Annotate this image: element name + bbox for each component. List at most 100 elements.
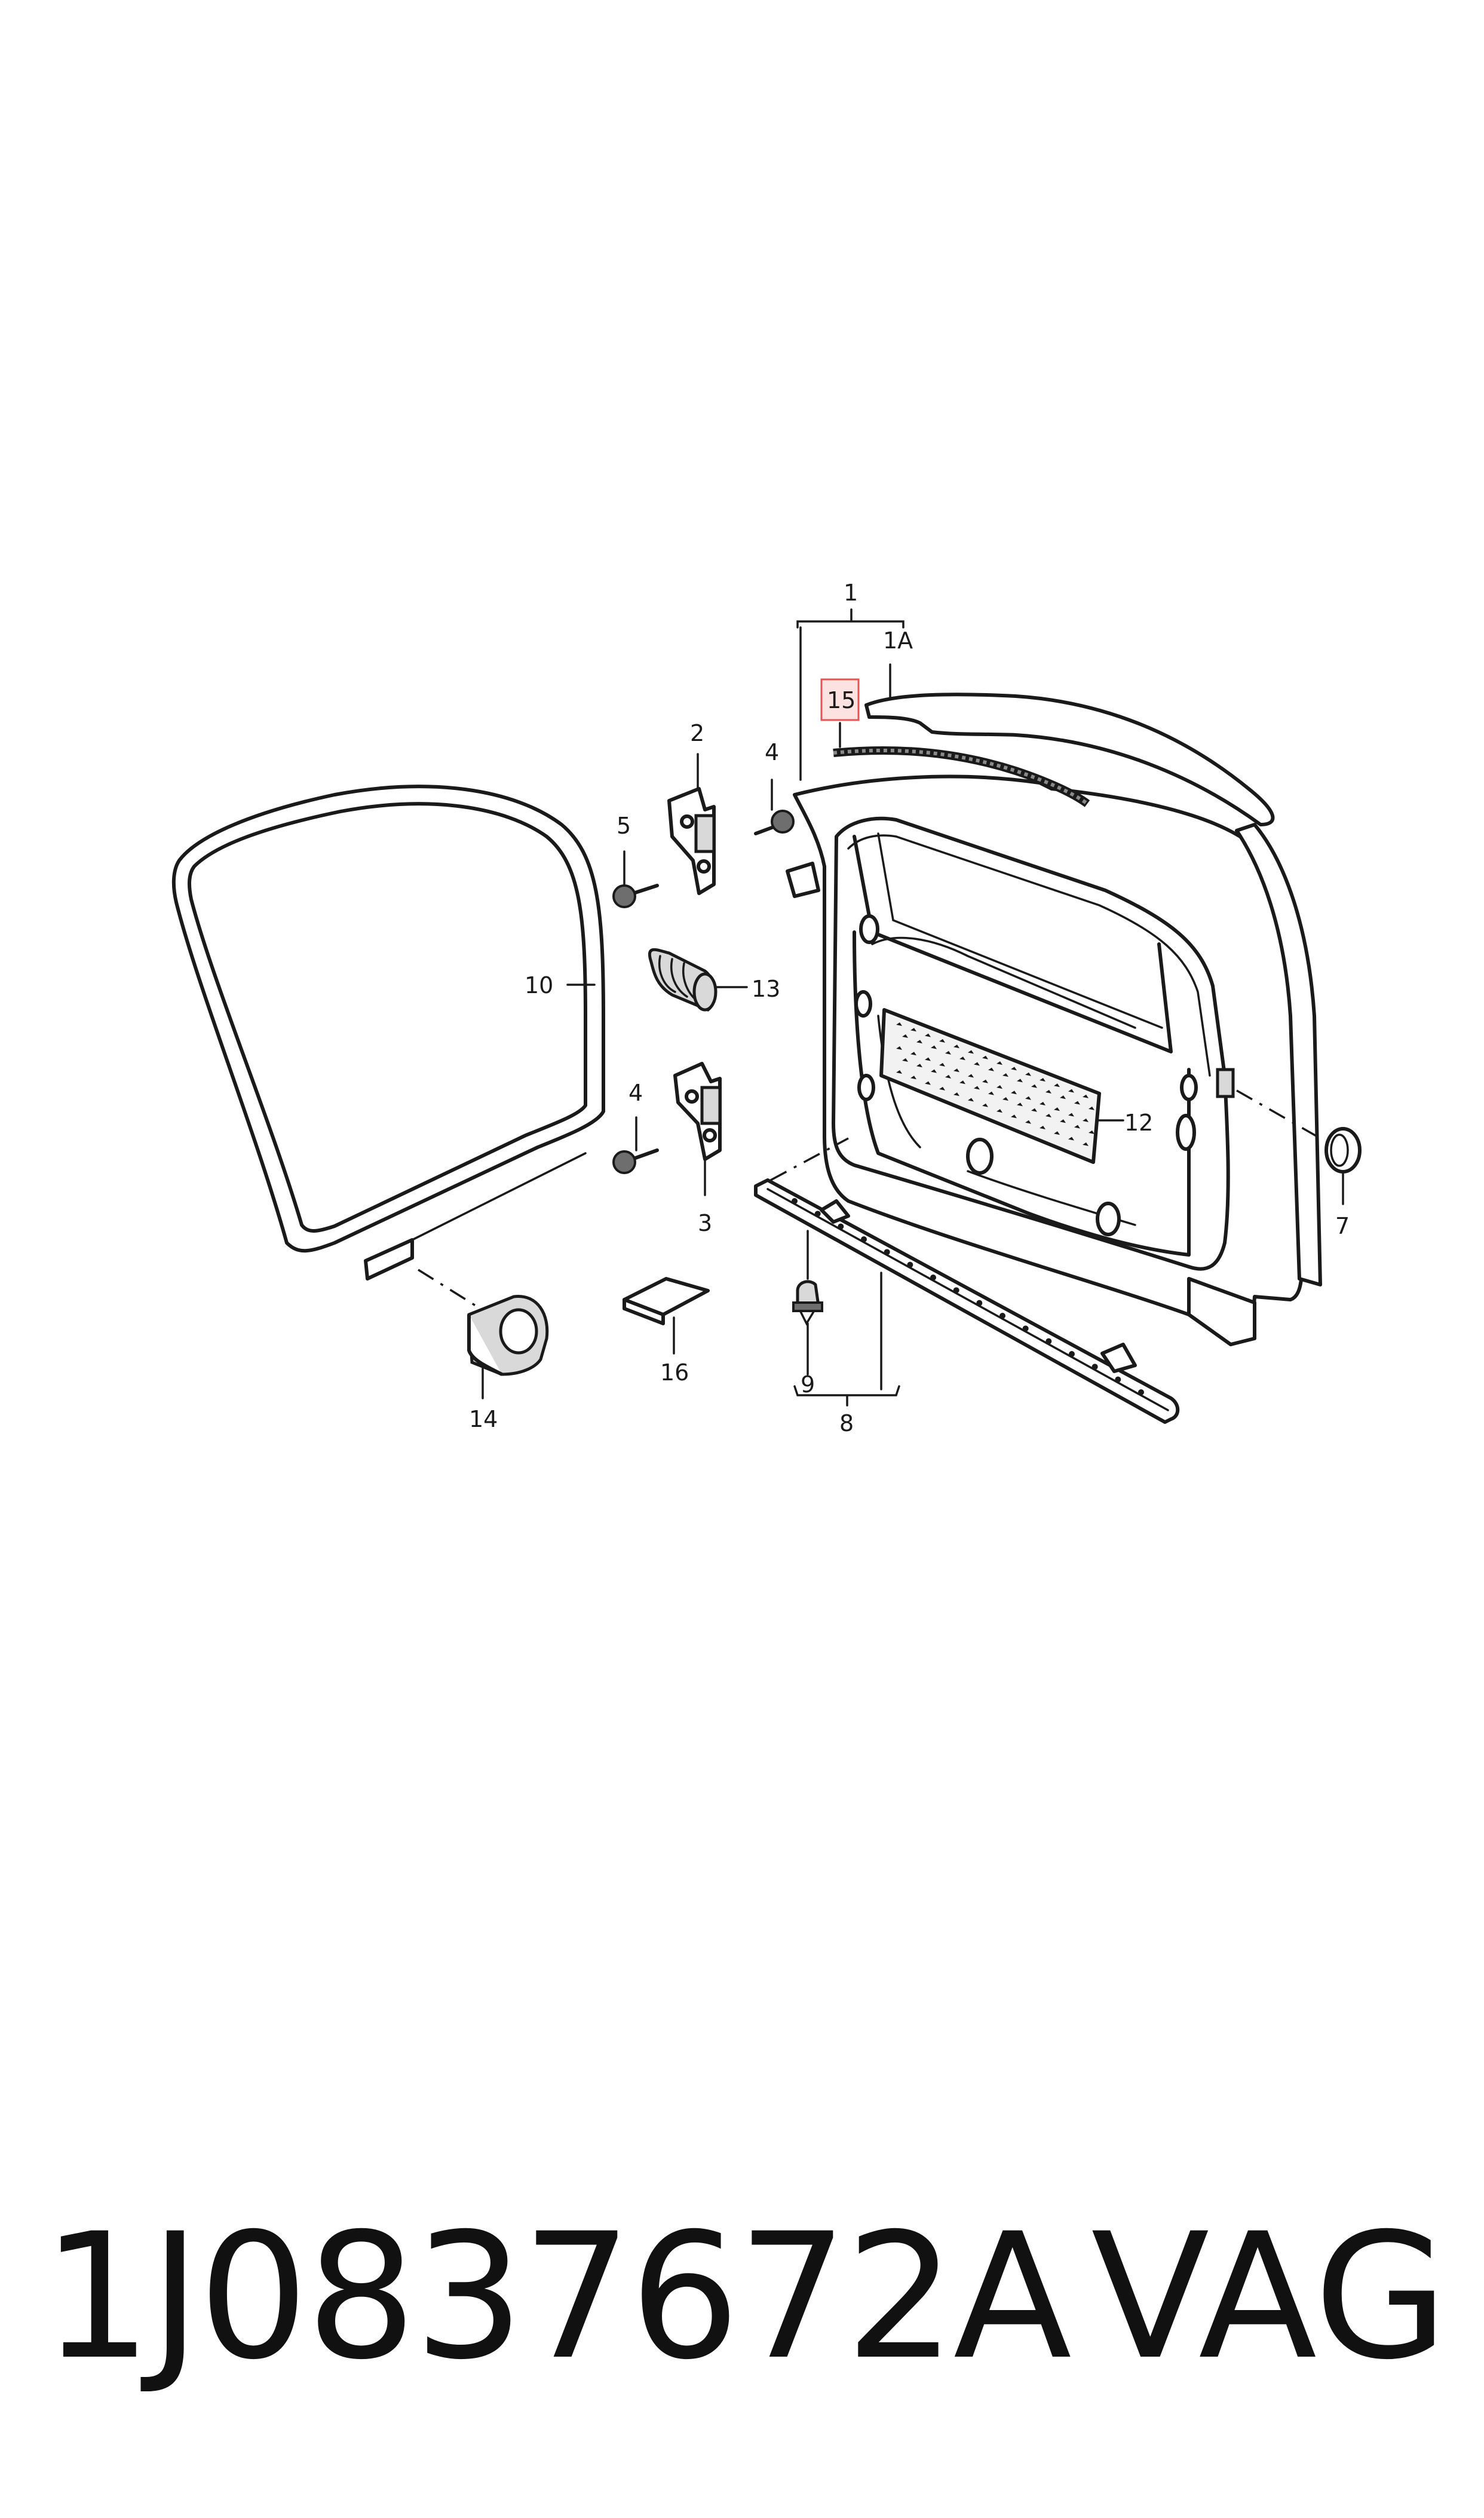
- footer: 1J0837672A VAG: [0, 2211, 1484, 2450]
- perforation-mark: [1045, 1114, 1051, 1117]
- perforation-mark: [931, 1045, 937, 1049]
- perforation-mark: [1068, 1113, 1074, 1117]
- perforation-mark: [1083, 1118, 1089, 1122]
- callout-2: 2: [690, 720, 704, 746]
- perforation-mark: [1060, 1095, 1066, 1099]
- perforation-mark: [896, 1046, 902, 1050]
- perforation-mark: [1068, 1089, 1074, 1093]
- perforation-mark: [925, 1033, 931, 1037]
- perforation-mark: [916, 1040, 922, 1044]
- perforation-mark: [982, 1055, 988, 1059]
- perforation-mark: [1054, 1131, 1060, 1135]
- sill-hole: [907, 1261, 913, 1268]
- perforation-mark: [896, 1070, 902, 1074]
- perforation-mark: [1011, 1090, 1017, 1095]
- perforation-mark: [1025, 1096, 1031, 1100]
- window-frame-trim: [864, 693, 1275, 826]
- sill-hole: [999, 1313, 1005, 1319]
- perforation-mark: [916, 1064, 922, 1068]
- perforation-mark: [945, 1050, 951, 1055]
- perforation-mark: [1025, 1120, 1031, 1124]
- sill-hole: [838, 1223, 844, 1230]
- sill-hole: [792, 1198, 798, 1204]
- perforation-mark: [1083, 1094, 1089, 1098]
- perforation-mark: [910, 1052, 916, 1056]
- perforation-mark: [1017, 1102, 1023, 1107]
- perforation-mark: [997, 1085, 1002, 1089]
- hinge-bolt-5: [612, 884, 659, 908]
- sill-hole: [1115, 1376, 1121, 1383]
- perforation-mark: [1083, 1142, 1089, 1146]
- sill-hole: [861, 1236, 867, 1242]
- upper-hinge: [667, 787, 716, 895]
- perforation-mark: [959, 1080, 965, 1085]
- brand-name: VAG: [1091, 2197, 1448, 2398]
- perforation-mark: [974, 1062, 980, 1066]
- drain-cap: [467, 1295, 549, 1376]
- window-frame-seal-strip[interactable]: [833, 746, 1090, 807]
- perforation-mark: [1074, 1125, 1080, 1129]
- perforation-mark: [953, 1044, 959, 1049]
- retaining-clip: [792, 1280, 823, 1326]
- callout-7: 7: [1335, 1213, 1350, 1239]
- perforation-mark: [959, 1056, 965, 1061]
- part-number: 1J0837672A: [42, 2197, 1072, 2398]
- perforation-mark: [968, 1050, 974, 1054]
- sill-hole: [1069, 1351, 1075, 1357]
- hinge-bolt-4-lower: [612, 1148, 659, 1174]
- perforation-mark: [1054, 1083, 1060, 1088]
- window-seal-frame: [171, 785, 605, 1253]
- door-sill-strip: [754, 1178, 1180, 1424]
- sill-hole: [1022, 1325, 1029, 1332]
- callout-3: 3: [698, 1210, 712, 1236]
- perforation-mark: [1089, 1130, 1094, 1134]
- perforation-mark: [988, 1091, 994, 1095]
- perforation-mark: [1040, 1078, 1045, 1082]
- sill-hole: [930, 1275, 936, 1281]
- perforation-mark: [968, 1074, 974, 1078]
- perforation-mark: [1011, 1067, 1017, 1071]
- lower-hinge: [673, 1062, 722, 1161]
- seal-tail: [364, 1238, 414, 1281]
- door-shell: [786, 774, 1322, 1346]
- wiring-grommet: [648, 948, 718, 1012]
- perforation-mark: [931, 1069, 937, 1073]
- sound-damping-panel: [879, 1008, 1101, 1164]
- perforation-mark: [1040, 1102, 1045, 1105]
- callout-15-highlight[interactable]: [820, 678, 860, 721]
- perforation-mark: [1074, 1101, 1080, 1105]
- perforation-mark: [997, 1109, 1002, 1113]
- perforation-mark: [939, 1062, 945, 1067]
- perforation-mark: [1068, 1137, 1074, 1141]
- perforation-mark: [902, 1034, 908, 1038]
- perforation-mark: [902, 1058, 908, 1062]
- callout-16: 16: [660, 1359, 689, 1386]
- perforation-mark: [982, 1079, 988, 1083]
- perforation-mark: [1002, 1073, 1008, 1077]
- callout-1: 1: [844, 580, 858, 606]
- callout-14: 14: [469, 1406, 498, 1432]
- perforation-mark: [982, 1103, 988, 1107]
- perforation-mark: [945, 1074, 951, 1079]
- perforation-mark: [939, 1039, 945, 1043]
- callout-8: 8: [839, 1410, 854, 1436]
- perforation-mark: [925, 1081, 931, 1085]
- callout-13: 13: [752, 976, 780, 1002]
- perforation-mark: [1054, 1107, 1060, 1111]
- callout-12: 12: [1124, 1110, 1153, 1136]
- sill-hole: [1045, 1338, 1052, 1344]
- callout-15[interactable]: 15: [827, 687, 856, 713]
- perforation-mark: [1025, 1072, 1031, 1076]
- perforation-mark: [896, 1022, 902, 1026]
- perforation-mark: [1031, 1084, 1037, 1088]
- perforation-mark: [925, 1057, 931, 1061]
- callout-10: 10: [525, 972, 553, 998]
- perforation-mark: [968, 1098, 974, 1102]
- perforation-mark: [997, 1061, 1002, 1065]
- perforation-mark: [1017, 1079, 1023, 1083]
- perforation-mark: [1089, 1106, 1094, 1110]
- perforation-mark: [910, 1028, 916, 1032]
- perforation-mark: [1045, 1090, 1051, 1093]
- callout-5: 5: [617, 813, 631, 839]
